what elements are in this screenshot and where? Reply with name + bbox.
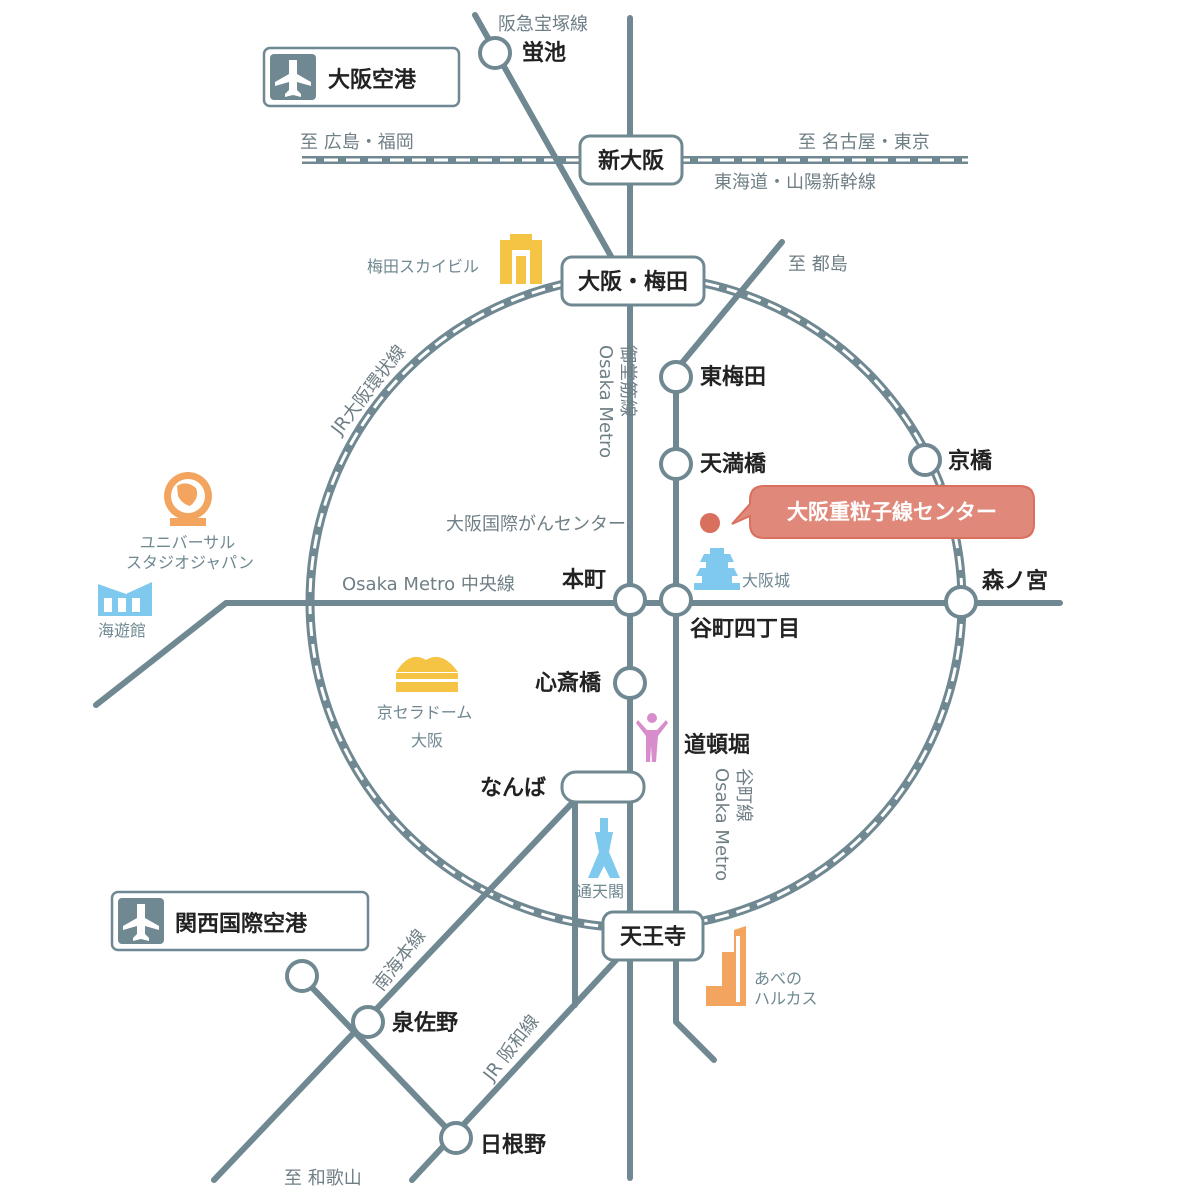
- rail-lines: [93, 12, 1063, 1183]
- landmark-harukas: あべの ハルカス: [706, 926, 818, 1008]
- landmark-label: 海遊館: [98, 621, 146, 640]
- station-label: 京橋: [948, 448, 993, 474]
- station-label: 道頓堀: [684, 732, 750, 758]
- landmark-cancer-center: 大阪国際がんセンター: [446, 514, 626, 535]
- kansai-airport[interactable]: 関西国際空港: [110, 890, 370, 952]
- station-kyobashi[interactable]: 京橋: [908, 443, 993, 477]
- landmark-label: 大阪城: [742, 571, 790, 590]
- direction-hiroshima: 至 広島・福岡: [300, 132, 414, 153]
- direction-nagoya: 至 名古屋・東京: [798, 132, 930, 153]
- station-izumisano[interactable]: 泉佐野: [351, 1005, 458, 1039]
- station-higashi-umeda[interactable]: 東梅田: [659, 360, 766, 394]
- station-namba[interactable]: なんば: [480, 770, 646, 804]
- landmark-osaka-castle: 大阪城: [694, 548, 790, 590]
- station-label: 日根野: [480, 1133, 546, 1158]
- chuo-line-label: Osaka Metro 中央線: [342, 574, 515, 595]
- station-label: 心斎橋: [535, 670, 602, 696]
- station-label: なんば: [480, 776, 546, 801]
- landmark-umeda-sky: 梅田スカイビル: [367, 234, 542, 284]
- shinkansen-line-label: 東海道・山陽新幹線: [714, 172, 876, 193]
- harukas-icon: [706, 926, 746, 1006]
- station-dotonbori[interactable]: 道頓堀: [684, 732, 750, 758]
- tanimachi-line-label: Osaka Metro谷町線: [711, 768, 754, 881]
- hankyu-line-label: 阪急宝塚線: [498, 14, 588, 35]
- station-shinsaibashi[interactable]: 心斎橋: [535, 666, 647, 700]
- midosuji-line-label: Osaka Metro御堂筋線: [595, 345, 638, 458]
- airplane-icon: [123, 904, 159, 941]
- landmark-label: 通天閣: [576, 882, 624, 901]
- station-label: 大阪・梅田: [578, 269, 688, 295]
- skyscraper-icon: [500, 234, 542, 284]
- osaka-airport-label: 大阪空港: [328, 67, 417, 93]
- destination-dot: [700, 513, 720, 533]
- station-umeda[interactable]: 大阪・梅田: [560, 255, 706, 307]
- station-shin-osaka[interactable]: 新大阪: [578, 134, 684, 186]
- station-label: 蛍池: [522, 40, 566, 66]
- station-honmachi[interactable]: 本町: [562, 568, 647, 617]
- direction-miyakojima: 至 都島: [788, 254, 848, 275]
- station-tenmabashi[interactable]: 天満橋: [659, 447, 767, 481]
- landmark-label: 梅田スカイビル: [367, 257, 479, 276]
- station-hineno[interactable]: 日根野: [439, 1121, 546, 1158]
- kansai-airport-label: 関西国際空港: [175, 911, 308, 937]
- jr-loop-label: JR大阪環状線: [327, 341, 411, 440]
- landmark-label: ユニバーサル スタジオジャパン: [126, 533, 254, 572]
- dome-icon: [396, 656, 458, 692]
- tower-icon: [588, 818, 620, 878]
- castle-icon: [694, 548, 740, 590]
- landmark-label: 京セラドーム 大阪: [377, 703, 478, 750]
- destination-label: 大阪重粒子線センター: [787, 500, 997, 524]
- station-label: 本町: [562, 568, 606, 593]
- landmark-label: あべの ハルカス: [754, 969, 818, 1008]
- landmark-tsutenkaku: 通天閣: [576, 818, 624, 901]
- globe-icon: [164, 472, 212, 526]
- station-label: 森ノ宮: [982, 568, 1048, 594]
- station-label: 泉佐野: [392, 1010, 458, 1036]
- station-label: 谷町四丁目: [690, 617, 800, 642]
- station-morinomiya[interactable]: 森ノ宮: [944, 568, 1048, 619]
- destination-callout[interactable]: 大阪重粒子線センター: [700, 485, 1035, 539]
- station-kansai-branch-end[interactable]: [285, 959, 319, 993]
- station-label: 東梅田: [700, 364, 766, 390]
- osaka-airport[interactable]: 大阪空港: [262, 46, 461, 108]
- direction-wakayama: 至 和歌山: [284, 1168, 362, 1189]
- landmark-usj: ユニバーサル スタジオジャパン: [126, 472, 254, 572]
- station-hotarugaike[interactable]: 蛍池: [478, 36, 566, 70]
- station-tennoji[interactable]: 天王寺: [601, 910, 705, 962]
- station-tanimachi-4[interactable]: 谷町四丁目: [659, 583, 800, 642]
- station-label: 天王寺: [620, 925, 686, 950]
- aquarium-icon: [98, 582, 152, 616]
- airplane-icon: [275, 60, 311, 97]
- station-label: 天満橋: [700, 451, 767, 477]
- landmark-kyocera: 京セラドーム 大阪: [377, 656, 478, 750]
- landmark-kaiyukan: 海遊館: [98, 582, 152, 640]
- station-label: 新大阪: [598, 148, 664, 174]
- runner-icon: [636, 713, 668, 762]
